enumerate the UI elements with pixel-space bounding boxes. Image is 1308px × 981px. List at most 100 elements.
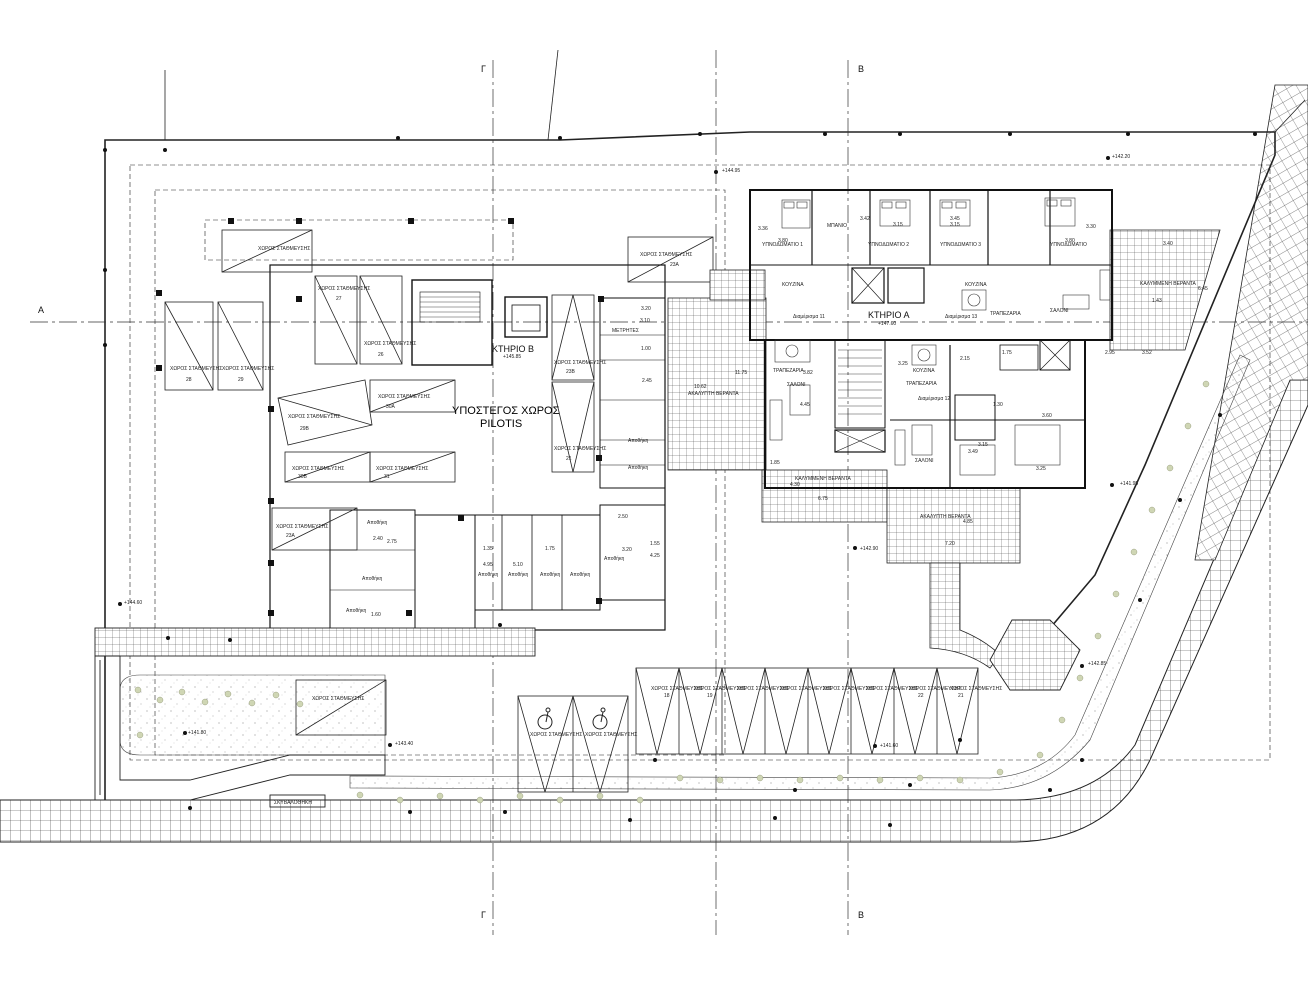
- plan-label: ΚΑΛΥΜΜΕΝΗ ΒΕΡΑΝΤΑ: [795, 476, 852, 482]
- pilotis-subtitle: PILOTIS: [480, 418, 522, 430]
- plan-label: ΧΩΡΟΣ ΣΤΑΘΜΕΥΣΗΣ: [909, 686, 961, 692]
- axis-beta-bottom: Β: [858, 910, 864, 920]
- building-a-terraces: [667, 229, 1221, 669]
- plan-label: 2.50: [618, 514, 628, 520]
- building-a-level: +147.60: [878, 321, 896, 327]
- plan-label: ΧΩΡΟΣ ΣΤΑΘΜΕΥΣΗΣ: [651, 686, 703, 692]
- plan-label: 19: [707, 693, 713, 699]
- plan-label: 1.55: [650, 541, 660, 547]
- plan-label: ΧΩΡΟΣ ΣΤΑΘΜΕΥΣΗΣ: [640, 252, 692, 258]
- plan-label: Αποθήκη: [478, 571, 499, 578]
- plan-label: ΑΚΑΛΥΠΤΗ ΒΕΡΑΝΤΑ: [920, 514, 971, 520]
- plan-label: 3.49: [968, 449, 978, 455]
- plan-label: 4.95: [483, 562, 493, 568]
- plan-label: 18: [664, 693, 670, 699]
- plan-label: ΤΡΑΠΕΖΑΡΙΑ: [990, 311, 1021, 317]
- plan-label: ΥΠΝΟΔΩΜΑΤΙΟ 1: [762, 242, 803, 248]
- plan-label: ΧΩΡΟΣ ΣΤΑΘΜΕΥΣΗΣ: [378, 394, 430, 400]
- plan-label: ΧΩΡΟΣ ΣΤΑΘΜΕΥΣΗΣ: [258, 246, 310, 252]
- plan-label: +141.60: [880, 743, 898, 749]
- plan-label: 3.15: [950, 222, 960, 228]
- plan-label: ΧΩΡΟΣ ΣΤΑΘΜΕΥΣΗΣ: [318, 286, 370, 292]
- plan-label: 28: [186, 377, 192, 383]
- plan-label: 3.45: [950, 216, 960, 222]
- plan-label: 3.15: [978, 442, 988, 448]
- plan-label: ΧΩΡΟΣ ΣΤΑΘΜΕΥΣΗΣ: [276, 524, 328, 530]
- plan-label: 27: [336, 296, 342, 302]
- plan-label: 6.45: [1198, 286, 1208, 292]
- plan-label: 2.95: [1105, 350, 1115, 356]
- plot-boundary: [104, 49, 1306, 800]
- plan-label: 21: [958, 693, 964, 699]
- plan-label: 3.80: [1065, 238, 1075, 244]
- plan-label: 1.75: [545, 546, 555, 552]
- pilotis-title: ΥΠΟΣΤΕΓΟΣ ΧΩΡΟΣ: [452, 405, 560, 417]
- plan-label: ΤΡΑΠΕΖΑΡΙΑ: [773, 368, 804, 374]
- building-a: [749, 189, 1113, 489]
- plan-label: ΑΚΑΛΥΠΤΗ ΒΕΡΑΝΤΑ: [688, 391, 739, 397]
- plan-label: ΧΩΡΟΣ ΣΤΑΘΜΕΥΣΗΣ: [292, 466, 344, 472]
- plan-label: Αποθήκη: [367, 519, 388, 526]
- plan-label: ΚΑΛΥΜΜΕΝΗ ΒΕΡΑΝΤΑ: [1140, 281, 1197, 287]
- plan-label: ΜΠΑΝΙΟ: [827, 223, 847, 229]
- plan-label: ΧΩΡΟΣ ΣΤΑΘΜΕΥΣΗΣ: [170, 366, 222, 372]
- plan-label: 2.75: [387, 539, 397, 545]
- plan-label: 22: [918, 693, 924, 699]
- plan-label: ΧΩΡΟΣ ΣΤΑΘΜΕΥΣΗΣ: [530, 732, 582, 738]
- plan-label: ΧΩΡΟΣ ΣΤΑΘΜΕΥΣΗΣ: [364, 341, 416, 347]
- plan-label: Αποθήκη: [570, 571, 591, 578]
- plan-label: 3.20: [641, 306, 651, 312]
- plan-label: 7.20: [945, 541, 955, 547]
- plan-label: ΧΩΡΟΣ ΣΤΑΘΜΕΥΣΗΣ: [780, 686, 832, 692]
- plan-label: 30A: [386, 404, 396, 410]
- plan-label: ΧΩΡΟΣ ΣΤΑΘΜΕΥΣΗΣ: [554, 446, 606, 452]
- plan-label: +142.20: [1112, 154, 1130, 160]
- plan-label: Αποθήκη: [628, 437, 649, 444]
- plan-label: 1.30: [993, 402, 1003, 408]
- plan-label: 1.43: [1152, 298, 1162, 304]
- axis-beta-top: Β: [858, 64, 864, 74]
- plan-label: Αποθήκη: [508, 571, 529, 578]
- dimension-values: 3.36 3.80 3.42 3.15 3.45 3.15 3.80 3.30 …: [371, 216, 1208, 618]
- plan-label: 3.40: [1163, 241, 1173, 247]
- plan-label: 3.25: [898, 361, 908, 367]
- plan-label: ΧΩΡΟΣ ΣΤΑΘΜΕΥΣΗΣ: [585, 732, 637, 738]
- plan-label: ΣΑΛΟΝΙ: [1050, 308, 1069, 314]
- sidewalk-pavement: [0, 84, 1308, 843]
- building-b-title: ΚΤΗΡΙΟ Β: [492, 344, 534, 354]
- plan-label: +142.90: [860, 546, 878, 552]
- meters-label: ΜΕΤΡΗΤΕΣ: [612, 328, 639, 334]
- plan-label: ΧΩΡΟΣ ΣΤΑΘΜΕΥΣΗΣ: [222, 366, 274, 372]
- plan-label: 3.82: [803, 370, 813, 376]
- plan-label: Αποθήκη: [540, 571, 561, 578]
- axis-gamma-top: Γ: [481, 64, 486, 74]
- plan-label: 23B: [566, 369, 576, 375]
- plan-label: +142.85: [1088, 661, 1106, 667]
- plan-label: ΧΩΡΟΣ ΣΤΑΘΜΕΥΣΗΣ: [288, 414, 340, 420]
- plan-label: Διαμέρισμα 11: [793, 313, 825, 320]
- plan-label: ΧΩΡΟΣ ΣΤΑΘΜΕΥΣΗΣ: [866, 686, 918, 692]
- outdoor-parking: [295, 667, 979, 793]
- axis-gamma-bottom: Γ: [481, 910, 486, 920]
- plan-label: 5.10: [513, 562, 523, 568]
- plan-label: 3.42: [860, 216, 870, 222]
- plan-label: ΥΠΝΟΔΩΜΑΤΙΟ 2: [868, 242, 909, 248]
- plan-label: 10.62: [694, 384, 707, 390]
- survey-points: [103, 132, 1257, 827]
- plan-label: 1.35: [483, 546, 493, 552]
- elevation-markers: +144.95 +142.90 +144.60 +141.95 +142.20 …: [124, 154, 1138, 749]
- plan-label: 23A: [286, 533, 296, 539]
- plan-label: 29B: [300, 426, 310, 432]
- plan-label: ΧΩΡΟΣ ΣΤΑΘΜΕΥΣΗΣ: [737, 686, 789, 692]
- plan-label: 3.15: [893, 222, 903, 228]
- parking-spaces-b: [164, 229, 714, 551]
- plan-label: +141.80: [188, 730, 206, 736]
- plan-label: 3.30: [1086, 224, 1096, 230]
- plan-label: 3.52: [1142, 350, 1152, 356]
- plan-label: ΥΠΝΟΔΩΜΑΤΙΟ 3: [940, 242, 981, 248]
- plan-label: Αποθήκη: [362, 575, 383, 582]
- plan-label: 3.10: [640, 318, 650, 324]
- garbage-room-label: ΣΚΥΒΑΛΟΘΗΚΗ: [274, 800, 312, 806]
- plan-label: Αποθήκη: [346, 607, 367, 614]
